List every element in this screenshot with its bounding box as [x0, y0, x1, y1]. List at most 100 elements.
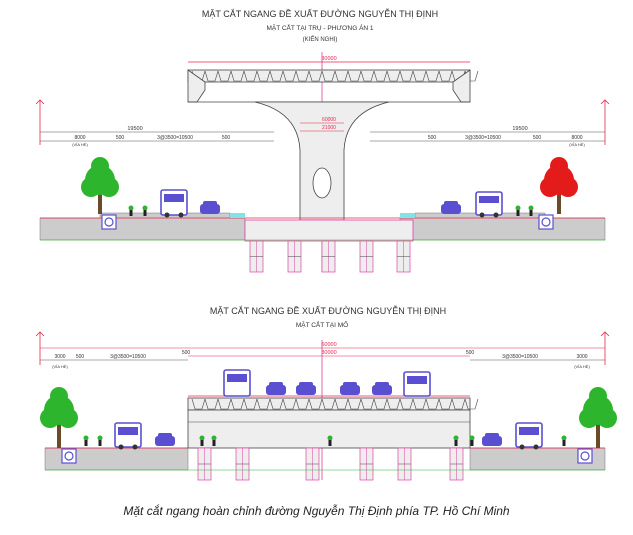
deck-girder [282, 70, 297, 82]
left2-dim-note: (VỈA HÈ) [52, 364, 68, 369]
bus-lower-right [515, 422, 543, 450]
deck-girder [256, 70, 271, 82]
right-dim-curb: 500 [533, 135, 542, 141]
car-deck-1 [266, 382, 286, 395]
deck-girder [386, 398, 401, 410]
dim-top-label: 30000 [321, 56, 336, 62]
diagram1-note: (KIẾN NGHỊ) [303, 36, 338, 43]
deck-girder [438, 398, 453, 410]
motorbike [129, 210, 133, 216]
motorbikes-2 [83, 435, 567, 446]
motorbike-rider [211, 435, 217, 441]
deck-girder [230, 398, 245, 410]
left2-dim-lanes: 3@3500=10500 [110, 354, 146, 360]
motorbike [516, 210, 520, 216]
deck-girder [243, 398, 258, 410]
motorbike [143, 210, 147, 216]
deck-girder [386, 70, 401, 82]
deck-girder [425, 398, 440, 410]
left-dim-curb: 500 [116, 135, 125, 141]
bus-deck-left [223, 369, 251, 397]
dim2-top-label: 60000 [321, 342, 336, 348]
diagram2-title: MẶT CẮT NGANG ĐỀ XUẤT ĐƯỜNG NGUYỄN THỊ Đ… [210, 305, 446, 316]
tree-right-2 [579, 387, 617, 448]
deck-girder [347, 70, 362, 82]
piles [249, 240, 411, 273]
car-deck-2 [296, 382, 316, 395]
motorbike [454, 440, 458, 446]
diagram1-subtitle: MẶT CẮT TẠI TRỤ - PHƯƠNG ÁN 1 [266, 23, 373, 32]
dim-mid1-label: 60000 [322, 117, 336, 123]
diagram1-title: MẶT CẮT NGANG ĐỀ XUẤT ĐƯỜNG NGUYỄN THỊ Đ… [202, 8, 438, 19]
drain-right [538, 214, 554, 230]
deck-girder [347, 398, 362, 410]
right-dim-lanes: 3@3500=10500 [465, 135, 501, 141]
right2-dim-curb: 500 [466, 350, 475, 356]
deck-girder [269, 398, 284, 410]
motorbike-rider [561, 435, 567, 441]
pile-cap [244, 219, 414, 242]
motorbike [212, 440, 216, 446]
deck-girder [412, 70, 427, 82]
motorbike-rider [199, 435, 205, 441]
right2-dim-note: (VỈA HÈ) [574, 364, 590, 369]
dim2-mid-label: 30000 [321, 350, 336, 356]
motorbike [562, 440, 566, 446]
deck-girder [308, 70, 323, 82]
motorbike [470, 440, 474, 446]
drain-right-2 [577, 448, 593, 464]
pier-opening [312, 167, 332, 199]
ground-right [399, 212, 606, 241]
diagram-pier-section: MẶT CẮT NGANG ĐỀ XUẤT ĐƯỜNG NGUYỄN THỊ Đ… [35, 8, 610, 273]
motorbike-rider [515, 205, 521, 211]
tree-left [81, 157, 119, 214]
deck-girder [269, 70, 284, 82]
motorbike [529, 210, 533, 216]
deck-girder [321, 70, 336, 82]
car-deck-4 [372, 382, 392, 395]
deck-end-right [452, 69, 471, 103]
motorbike-rider [128, 205, 134, 211]
deck-girder [425, 70, 440, 82]
motorbike [98, 440, 102, 446]
deck-end-left [187, 69, 206, 103]
figure-caption: Mặt cắt ngang hoàn chỉnh đường Nguyễn Th… [123, 504, 510, 518]
motorbike-rider [528, 205, 534, 211]
motorbike-rider [469, 435, 475, 441]
bus-left [160, 189, 188, 218]
left-dim-sidewalk-note: (VỈA HÈ) [72, 142, 88, 147]
right-dim-curb-2: 500 [428, 135, 437, 141]
deck-girder [230, 70, 245, 82]
right2-dim-lanes: 3@3500=10500 [502, 354, 538, 360]
deck-girder [451, 398, 466, 410]
ground-left [39, 212, 246, 241]
diagram-abutment-section: MẶT CẮT NGANG ĐỀ XUẤT ĐƯỜNG NGUYỄN THỊ Đ… [35, 305, 617, 481]
motorbike-rider [142, 205, 148, 211]
car-lower-left [155, 433, 175, 446]
motorbike-rider [327, 435, 333, 441]
car-right [441, 201, 461, 214]
deck-girder [295, 70, 310, 82]
deck-girder [399, 70, 414, 82]
deck-girder [373, 398, 388, 410]
deck-girder [412, 398, 427, 410]
deck-girder [373, 70, 388, 82]
deck-girder [295, 398, 310, 410]
car-lower-right [482, 433, 502, 446]
deck-girder [334, 70, 349, 82]
left-dim-total: 19500 [127, 126, 142, 132]
motorbike [328, 440, 332, 446]
right-dim-sidewalk-note: (VỈA HÈ) [569, 142, 585, 147]
right2-dim-sidewalk: 3000 [576, 354, 587, 360]
left2-dim-curb: 500 [76, 354, 85, 360]
right-dim-total: 19500 [512, 126, 527, 132]
deck-girder [308, 398, 323, 410]
dim-mid2-label: 21000 [322, 125, 336, 131]
deck-girder [334, 398, 349, 410]
deck-girder [282, 398, 297, 410]
left2-dim-sidewalk: 3000 [54, 354, 65, 360]
drain-left-2 [61, 448, 77, 464]
tree-right [540, 157, 578, 214]
deck-girder [204, 70, 219, 82]
